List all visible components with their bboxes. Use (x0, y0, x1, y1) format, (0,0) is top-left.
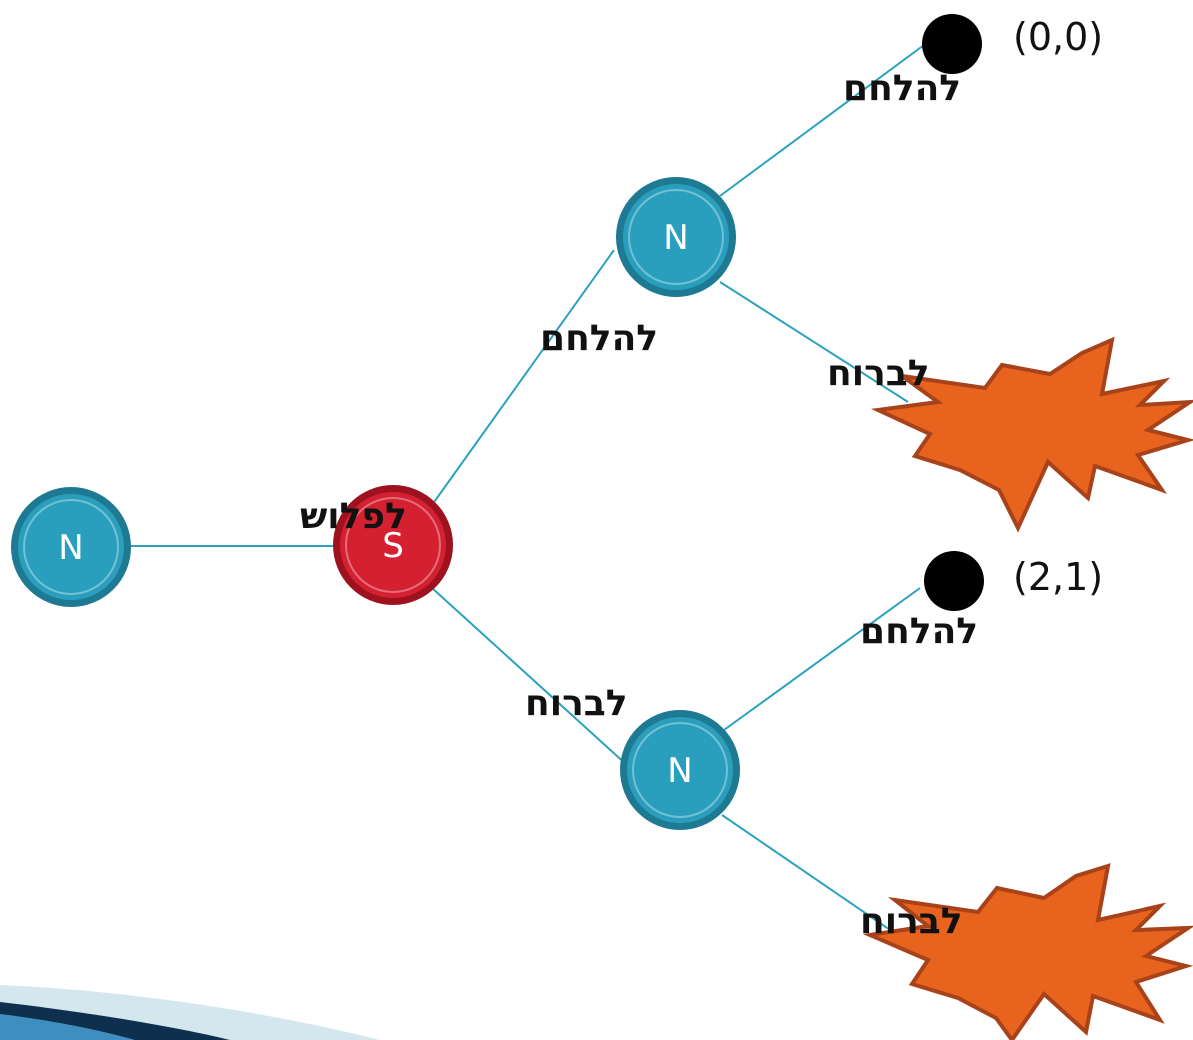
terminal-node-upper (922, 14, 982, 74)
explosion-icon (870, 336, 1193, 533)
edge-label-fight: להלחם (540, 318, 658, 359)
footer-decoration (0, 985, 380, 1040)
edge-lower-flee (721, 814, 894, 933)
edge-label-invade: לפלוש (300, 496, 407, 537)
terminal-node-lower (924, 551, 984, 611)
edge-label-fight: להלחם (843, 68, 961, 109)
node-lower: N (620, 710, 740, 830)
edge-label-fight: להלחם (860, 611, 978, 652)
node-upper: N (616, 177, 736, 297)
explosion-icon (862, 863, 1193, 1040)
edge-label-flee: לברוח (860, 901, 963, 942)
payoff-lower-fight: (2,1) (1013, 555, 1103, 599)
tree-edges (125, 44, 925, 933)
node-label: N (663, 218, 688, 258)
node-label: S (382, 526, 404, 566)
edge-upper-flee (719, 281, 909, 403)
edge-label-flee: לברוח (827, 353, 930, 394)
edge-lower-fight (723, 587, 921, 731)
edge-player-to-upper (431, 249, 615, 506)
payoff-upper-fight: (0,0) (1013, 15, 1103, 59)
node-label: N (58, 528, 83, 568)
edge-player-to-lower (431, 587, 629, 767)
node-player-s: S (333, 485, 453, 605)
edge-upper-fight (719, 44, 925, 197)
node-root: N (11, 487, 131, 607)
edge-label-flee: לברוח (525, 683, 628, 724)
node-label: N (667, 751, 692, 791)
